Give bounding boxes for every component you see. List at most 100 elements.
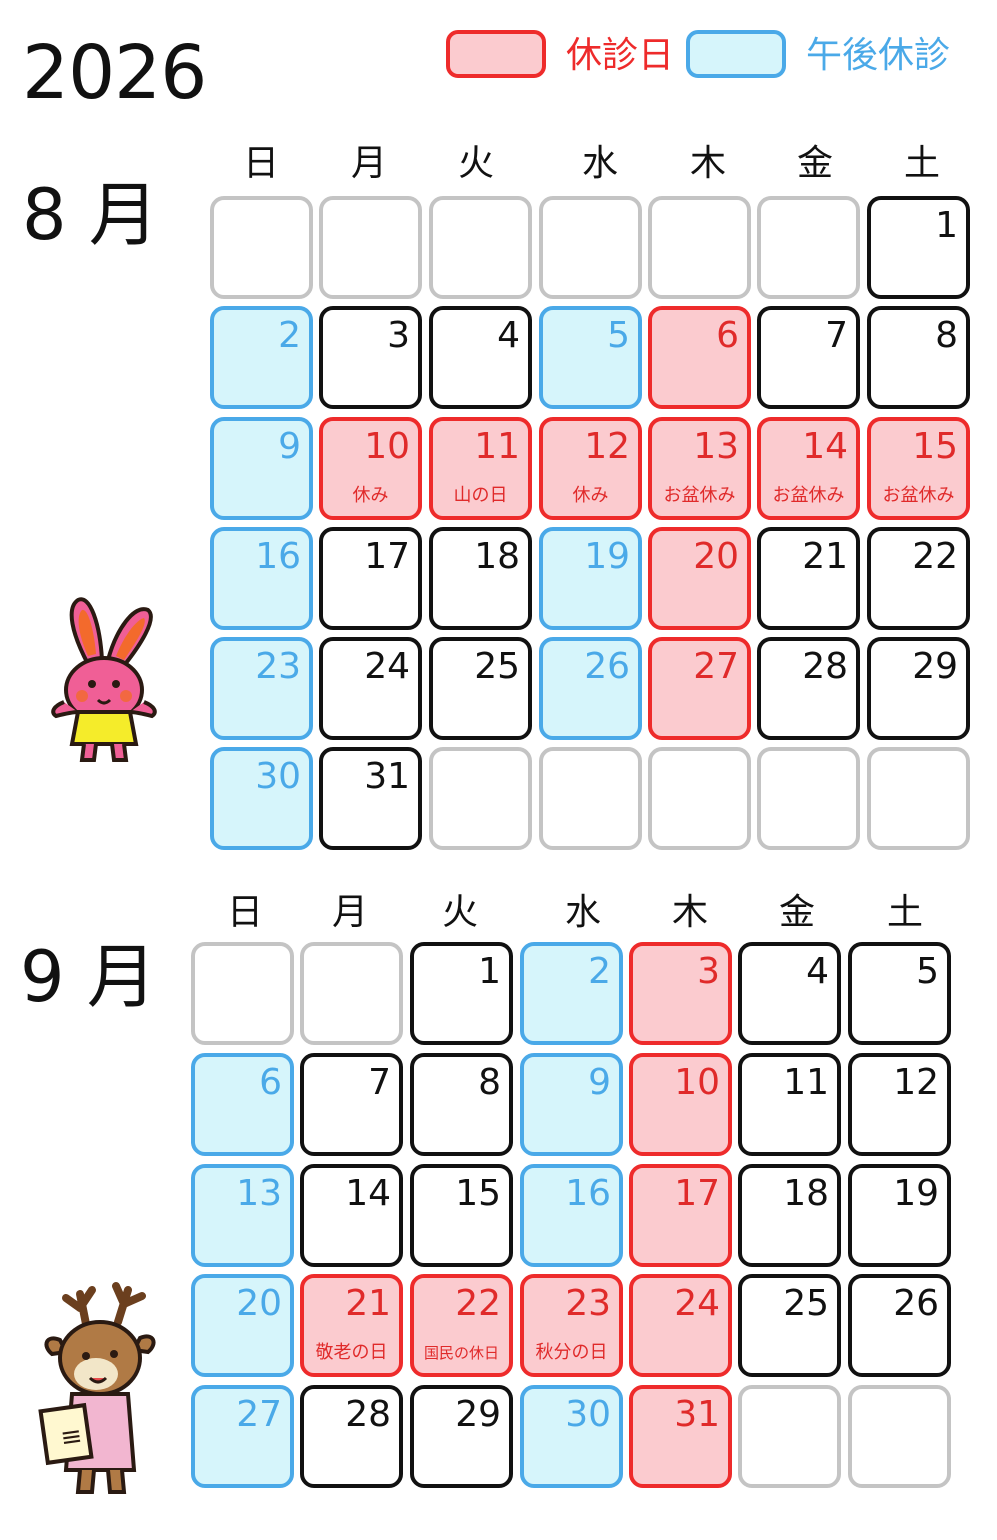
day-cell: 8 xyxy=(410,1053,513,1156)
pm-closed-day-cell: 5 xyxy=(539,306,642,409)
day-number: 4 xyxy=(497,315,520,356)
weekday-header: 月 xyxy=(350,143,387,184)
day-number: 22 xyxy=(455,1283,501,1324)
closed-day-cell: 24 xyxy=(629,1274,732,1377)
day-number: 2 xyxy=(588,951,611,992)
day-number: 11 xyxy=(474,426,520,467)
pm-closed-day-cell: 9 xyxy=(520,1053,623,1156)
empty-day-cell xyxy=(429,747,532,850)
day-number: 5 xyxy=(916,951,939,992)
closed-day-cell: 10 休み xyxy=(319,417,422,520)
day-number: 30 xyxy=(565,1394,611,1435)
day-cell: 18 xyxy=(738,1164,841,1267)
pm-closed-day-cell: 13 xyxy=(191,1164,294,1267)
day-number: 10 xyxy=(364,426,410,467)
empty-day-cell xyxy=(757,196,860,299)
empty-day-cell xyxy=(191,942,294,1045)
weekday-header: 日 xyxy=(226,892,263,933)
closed-day-cell: 31 xyxy=(629,1385,732,1488)
holiday-note: お盆休み xyxy=(663,485,736,506)
weekday-header: 水 xyxy=(581,143,618,184)
day-cell: 15 xyxy=(410,1164,513,1267)
closed-day-cell: 17 xyxy=(629,1164,732,1267)
day-cell: 8 xyxy=(867,306,970,409)
closed-day-cell: 3 xyxy=(629,942,732,1045)
day-number: 24 xyxy=(674,1283,720,1324)
day-cell: 1 xyxy=(867,196,970,299)
weekday-header: 土 xyxy=(886,892,923,933)
day-cell: 22 xyxy=(867,527,970,630)
pm-closed-day-cell: 2 xyxy=(520,942,623,1045)
day-number: 7 xyxy=(368,1062,391,1103)
day-number: 18 xyxy=(474,536,520,577)
pm-closed-day-cell: 16 xyxy=(520,1164,623,1267)
day-number: 25 xyxy=(474,646,520,687)
day-cell: 14 xyxy=(300,1164,403,1267)
day-number: 2 xyxy=(278,315,301,356)
day-cell: 31 xyxy=(319,747,422,850)
day-number: 24 xyxy=(364,646,410,687)
legend-pm-closed-label: 午後休診 xyxy=(806,35,951,76)
day-cell: 26 xyxy=(848,1274,951,1377)
day-number: 29 xyxy=(912,646,958,687)
day-number: 23 xyxy=(255,646,301,687)
day-number: 15 xyxy=(455,1173,501,1214)
day-number: 10 xyxy=(674,1062,720,1103)
deer-mascot-icon: ≡ xyxy=(38,1282,156,1494)
day-number: 14 xyxy=(345,1173,391,1214)
day-cell: 18 xyxy=(429,527,532,630)
weekday-header: 日 xyxy=(242,143,279,184)
holiday-note: 山の日 xyxy=(453,485,508,506)
weekday-header: 水 xyxy=(564,892,601,933)
closed-day-cell: 27 xyxy=(648,637,751,740)
holiday-note: 敬老の日 xyxy=(315,1342,388,1363)
day-cell: 5 xyxy=(848,942,951,1045)
pm-closed-day-cell: 30 xyxy=(520,1385,623,1488)
day-number: 6 xyxy=(259,1062,282,1103)
day-number: 8 xyxy=(478,1062,501,1103)
weekday-header: 金 xyxy=(778,892,815,933)
empty-day-cell xyxy=(319,196,422,299)
day-number: 4 xyxy=(806,951,829,992)
day-number: 9 xyxy=(588,1062,611,1103)
pm-closed-day-cell: 20 xyxy=(191,1274,294,1377)
holiday-note: 休み xyxy=(352,485,389,506)
legend-pm-closed-swatch xyxy=(686,30,786,78)
day-number: 21 xyxy=(345,1283,391,1324)
day-cell: 7 xyxy=(300,1053,403,1156)
pm-closed-day-cell: 30 xyxy=(210,747,313,850)
day-number: 1 xyxy=(478,951,501,992)
day-cell: 4 xyxy=(429,306,532,409)
day-number: 3 xyxy=(697,951,720,992)
holiday-note: お盆休み xyxy=(772,485,845,506)
closed-day-cell: 6 xyxy=(648,306,751,409)
closed-day-cell: 21 敬老の日 xyxy=(300,1274,403,1377)
day-number: 6 xyxy=(716,315,739,356)
svg-text:≡: ≡ xyxy=(59,1421,85,1454)
day-cell: 25 xyxy=(429,637,532,740)
day-number: 17 xyxy=(364,536,410,577)
pm-closed-day-cell: 27 xyxy=(191,1385,294,1488)
day-number: 1 xyxy=(935,205,958,246)
day-number: 9 xyxy=(278,426,301,467)
day-number: 31 xyxy=(364,756,410,797)
day-cell: 21 xyxy=(757,527,860,630)
day-cell: 7 xyxy=(757,306,860,409)
day-number: 31 xyxy=(674,1394,720,1435)
weekday-header: 火 xyxy=(441,892,478,933)
empty-day-cell xyxy=(648,747,751,850)
legend-closed-swatch xyxy=(446,30,546,78)
day-number: 12 xyxy=(584,426,630,467)
year-title: 2026 xyxy=(22,30,207,116)
pm-closed-day-cell: 23 xyxy=(210,637,313,740)
weekday-header: 金 xyxy=(796,143,833,184)
weekday-header: 火 xyxy=(457,143,494,184)
holiday-note: 秋分の日 xyxy=(535,1342,608,1363)
day-cell: 19 xyxy=(848,1164,951,1267)
empty-day-cell xyxy=(738,1385,841,1488)
empty-day-cell xyxy=(210,196,313,299)
day-number: 17 xyxy=(674,1173,720,1214)
day-number: 8 xyxy=(935,315,958,356)
